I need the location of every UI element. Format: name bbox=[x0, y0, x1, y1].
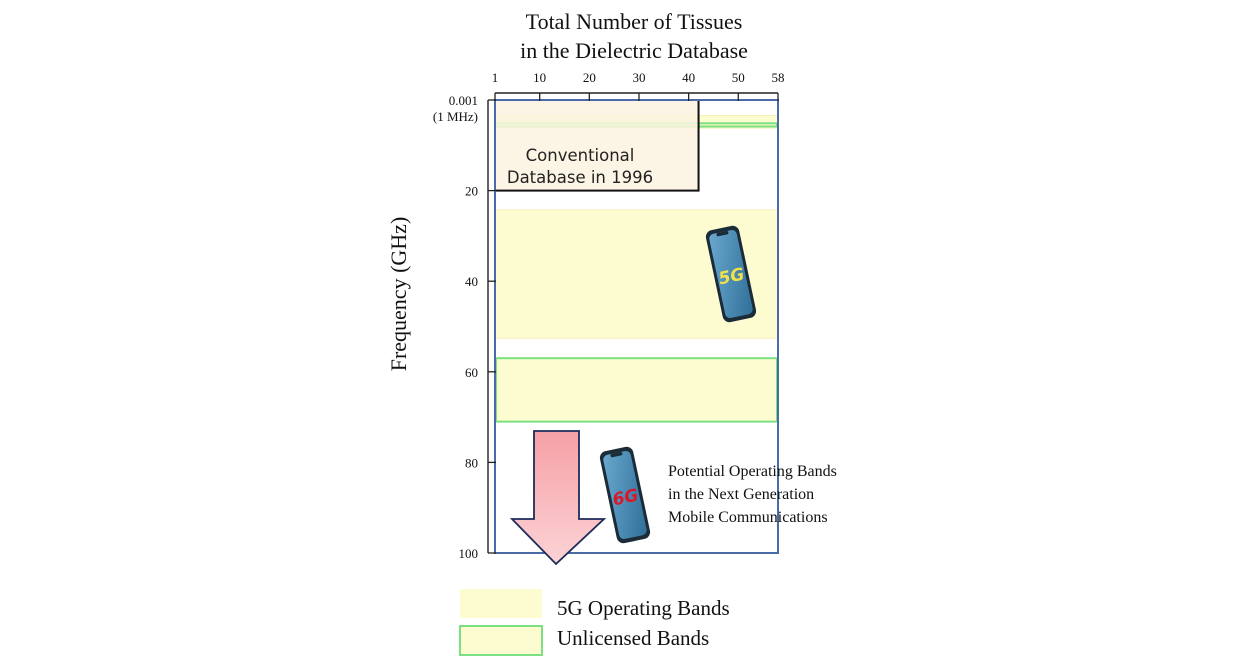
left-tick-label-5: 100 bbox=[459, 546, 479, 561]
conventional-database-label-line2: Database in 1996 bbox=[507, 168, 653, 187]
next-gen-note-line2: in the Next Generation bbox=[668, 486, 814, 503]
left-tick-label-3: 60 bbox=[465, 365, 478, 380]
next-gen-note-line3: Mobile Communications bbox=[668, 509, 828, 526]
phone-6g-icon: 6G bbox=[599, 446, 651, 544]
top-axis-ticks: 1 10 20 30 40 50 58 bbox=[492, 70, 785, 101]
top-tick-label-30: 30 bbox=[632, 70, 645, 85]
next-gen-note-line1: Potential Operating Bands bbox=[668, 463, 837, 480]
left-tick-label-0: 0.001 bbox=[449, 93, 478, 108]
next-generation-arrow bbox=[509, 430, 607, 566]
top-tick-label-20: 20 bbox=[583, 70, 596, 85]
top-tick-label-40: 40 bbox=[682, 70, 695, 85]
top-axis-title-line1: Total Number of Tissues bbox=[526, 9, 743, 34]
conventional-database-label-line1: Conventional bbox=[526, 146, 635, 165]
left-tick-label-4: 80 bbox=[465, 455, 478, 470]
legend-label-5g: 5G Operating Bands bbox=[557, 596, 730, 620]
plot-frame bbox=[494, 99, 779, 554]
top-axis-title-line2: in the Dielectric Database bbox=[520, 38, 748, 63]
left-axis-ticks: 0.001(1 MHz) 20 40 60 80 100 bbox=[433, 93, 496, 561]
top-tick-label-1: 1 bbox=[492, 70, 499, 85]
left-tick-label-1: 20 bbox=[465, 184, 478, 199]
left-tick-sublabel-0: (1 MHz) bbox=[433, 109, 478, 124]
top-tick-label-58: 58 bbox=[772, 70, 785, 85]
left-tick-label-2: 40 bbox=[465, 274, 478, 289]
band-5g-2 bbox=[494, 357, 779, 423]
left-axis-title: Frequency (GHz) bbox=[386, 217, 411, 372]
legend-swatch-unlicensed bbox=[459, 625, 543, 656]
phone-5g-icon: 5G bbox=[705, 225, 757, 323]
legend-label-unlicensed: Unlicensed Bands bbox=[557, 626, 709, 650]
top-tick-label-10: 10 bbox=[533, 70, 546, 85]
top-tick-label-50: 50 bbox=[732, 70, 745, 85]
legend: 5G Operating Bands Unlicensed Bands bbox=[459, 589, 730, 656]
legend-swatch-5g bbox=[460, 589, 542, 618]
